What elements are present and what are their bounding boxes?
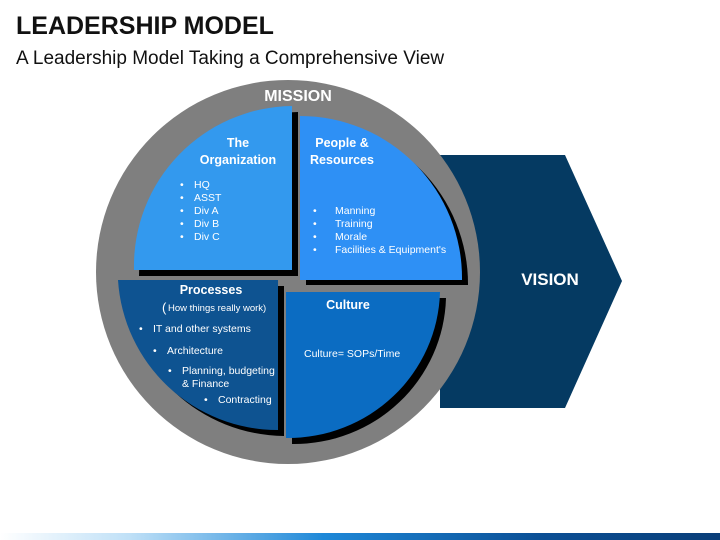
culture-title: Culture (326, 298, 370, 312)
page-title: LEADERSHIP MODEL (16, 12, 274, 40)
list-bullet: • (180, 179, 184, 191)
processes-list: • IT and other systems • Architecture • … (139, 323, 275, 406)
organization-title-line2: Organization (200, 153, 276, 167)
quadrant-processes (118, 280, 278, 431)
footer-gradient-bar (0, 533, 720, 540)
list-bullet: • (168, 365, 172, 377)
list-item: Morale (335, 231, 367, 243)
organization-list: • HQ • ASST • Div A • Div B • Div C (180, 179, 222, 243)
list-item: & Finance (182, 378, 229, 390)
list-item: Planning, budgeting (182, 365, 275, 377)
vision-label: VISION (521, 270, 579, 289)
list-item: Contracting (218, 394, 272, 406)
people-list: • Manning • Training • Morale • Faciliti… (313, 205, 446, 256)
quadrant-culture (286, 292, 440, 439)
list-item: Div A (194, 205, 219, 217)
list-bullet: • (180, 218, 184, 230)
list-item: Div C (194, 231, 220, 243)
list-bullet: • (313, 231, 317, 243)
list-item: Facilities & Equipment's (335, 244, 446, 256)
list-item: Div B (194, 218, 219, 230)
list-bullet: • (313, 244, 317, 256)
processes-title: Processes (180, 283, 243, 297)
list-item: Training (335, 218, 373, 230)
list-bullet: • (139, 323, 143, 335)
list-bullet: • (180, 205, 184, 217)
list-item: ASST (194, 192, 222, 204)
list-bullet: • (153, 345, 157, 357)
page-subtitle: A Leadership Model Taking a Comprehensiv… (16, 48, 445, 69)
processes-paren: ( (162, 300, 167, 315)
list-bullet: • (204, 394, 208, 406)
people-title-line1: People & (315, 136, 369, 150)
list-item: Manning (335, 205, 375, 217)
list-item: HQ (194, 179, 210, 191)
list-item: IT and other systems (153, 323, 251, 335)
people-title-line2: Resources (310, 153, 374, 167)
list-bullet: • (313, 218, 317, 230)
quadrant-people (300, 116, 463, 280)
list-item: Architecture (167, 345, 223, 357)
list-bullet: • (180, 192, 184, 204)
vision-arrow (440, 155, 622, 408)
organization-title-line1: The (227, 136, 249, 150)
processes-subtitle: How things really work) (168, 303, 266, 314)
list-bullet: • (313, 205, 317, 217)
quadrant-organization (133, 106, 292, 270)
culture-text: Culture= SOPs/Time (304, 348, 400, 360)
list-bullet: • (180, 231, 184, 243)
mission-label: MISSION (264, 88, 332, 105)
